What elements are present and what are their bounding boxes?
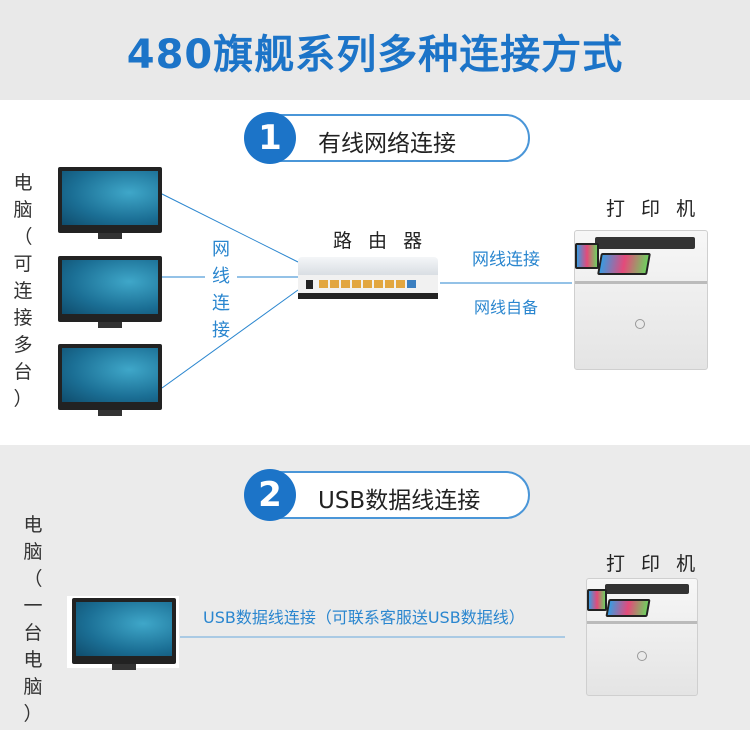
router-label: 路 由 器 bbox=[333, 230, 428, 252]
section2-header: 2 USB数据线连接 bbox=[244, 469, 530, 521]
section-label: 有线网络连接 bbox=[318, 131, 456, 157]
computer-label: 电脑（可连接多台） bbox=[13, 172, 33, 410]
computer-monitor bbox=[72, 598, 176, 670]
page-title: 480旗舰系列多种连接方式 bbox=[126, 32, 624, 78]
network-cable-note: 网线自备 bbox=[474, 298, 539, 317]
printer-label: 打 印 机 bbox=[606, 553, 701, 575]
section1-header: 1 有线网络连接 bbox=[244, 112, 530, 164]
router-image bbox=[298, 257, 438, 299]
printer-label: 打 印 机 bbox=[606, 198, 701, 220]
network-link-label: 网线连接 bbox=[472, 250, 540, 270]
printer-image bbox=[586, 578, 698, 696]
computer-monitor bbox=[58, 167, 162, 239]
computer-label: 电脑（一台电脑） bbox=[23, 514, 43, 725]
title-band bbox=[0, 0, 750, 100]
printer-image bbox=[574, 230, 708, 370]
cable-label: 网线连接 bbox=[212, 239, 230, 341]
section-number: 2 bbox=[244, 469, 296, 521]
cable-line-3 bbox=[161, 289, 299, 389]
cable-line-1 bbox=[159, 192, 299, 263]
section-label: USB数据线连接 bbox=[318, 488, 481, 514]
section-number: 1 bbox=[244, 112, 296, 164]
computer-monitor bbox=[58, 344, 162, 416]
computer-monitor bbox=[58, 256, 162, 328]
usb-link-label: USB数据线连接（可联系客服送USB数据线） bbox=[203, 608, 525, 627]
